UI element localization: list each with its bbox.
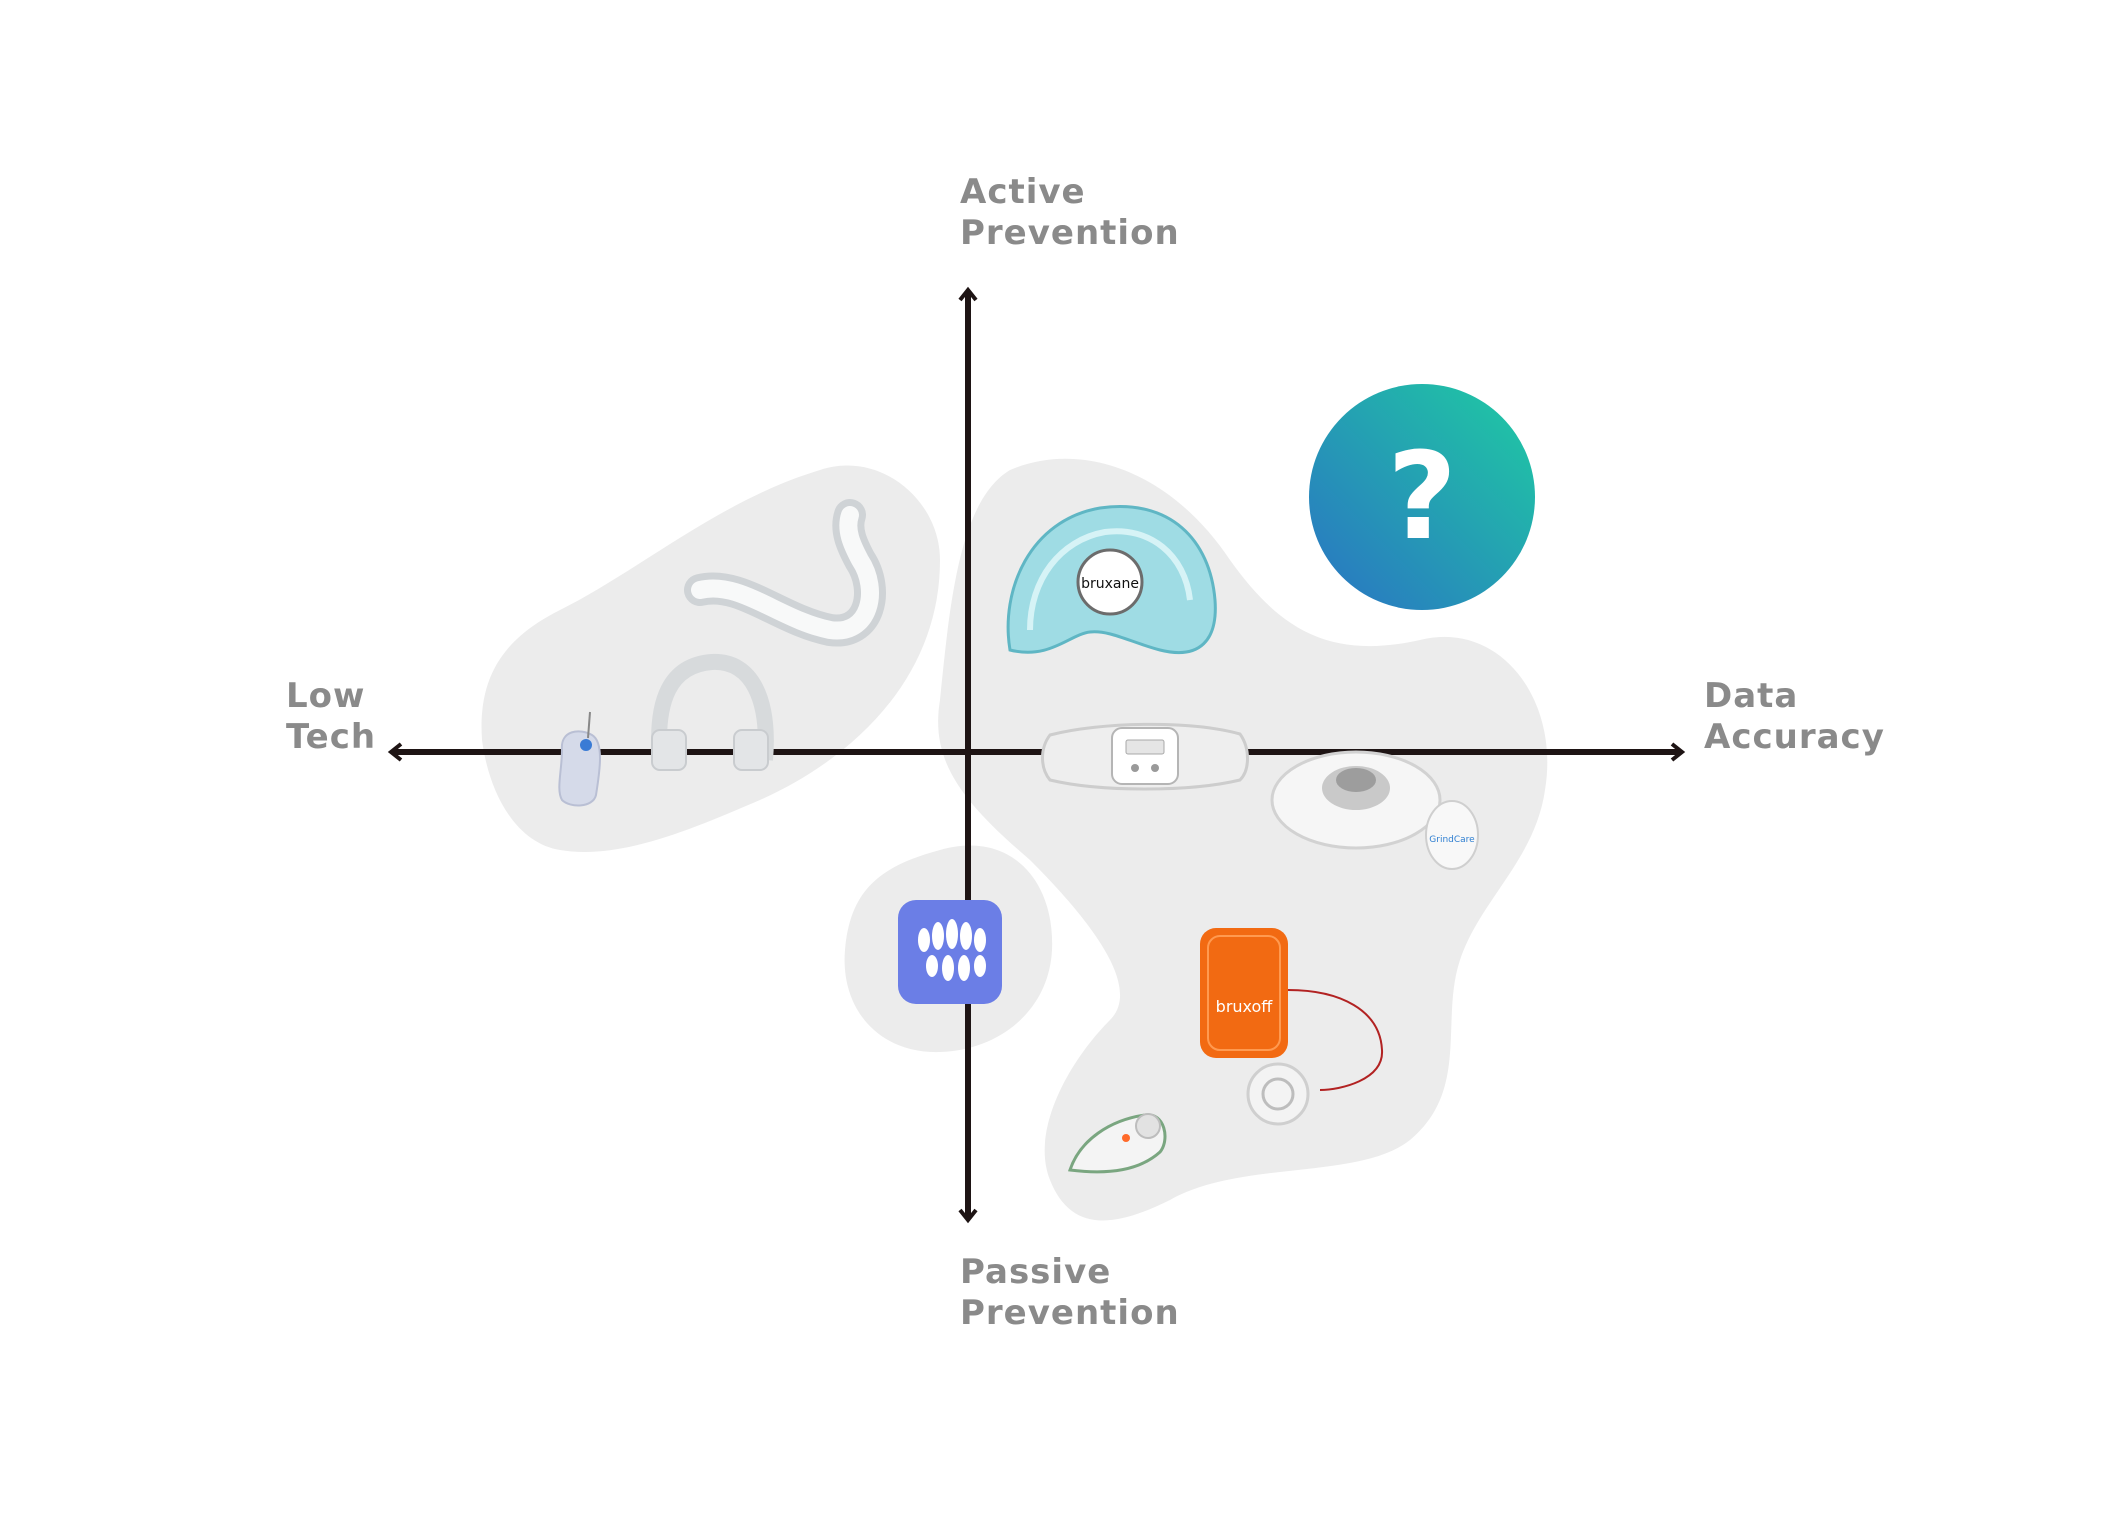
anti-grinding-clip-image <box>558 711 601 807</box>
axis-label-right-line1: Data <box>1704 676 1799 716</box>
axis-label-left-line1: Low <box>286 676 366 716</box>
headband-sensor-image <box>1041 722 1249 791</box>
grindcare-device-image: GrindCare <box>1270 750 1479 870</box>
axis-label-bottom-line2: Prevention <box>960 1293 1180 1333</box>
axis-label-top: Active Prevention <box>960 172 1180 254</box>
bruxane-logo-text: bruxane <box>1081 576 1139 592</box>
bruxane-splint-image: bruxane <box>1006 505 1217 655</box>
unknown-product-circle: ? <box>1309 384 1535 610</box>
axis-label-right-line2: Accuracy <box>1704 717 1885 757</box>
bruxoff-device-image: bruxoff <box>1200 928 1384 1126</box>
axis-label-left: Low Tech <box>286 676 376 758</box>
intraoral-sensor-image <box>1067 1113 1167 1174</box>
axis-label-top-line1: Active <box>960 172 1086 212</box>
axis-label-bottom: Passive Prevention <box>960 1252 1180 1334</box>
axis-label-left-line2: Tech <box>286 717 377 757</box>
axis-label-top-line2: Prevention <box>960 213 1180 253</box>
question-mark-text: ? <box>1387 428 1457 567</box>
teeth-app-icon <box>898 900 1002 1004</box>
axis-label-right: Data Accuracy <box>1704 676 1885 758</box>
night-guard-image <box>651 653 774 771</box>
axis-label-bottom-line1: Passive <box>960 1252 1112 1292</box>
bruxoff-logo-text: bruxoff <box>1216 997 1274 1016</box>
high-tech-cluster-blob <box>938 458 1548 1221</box>
clear-aligner-image <box>684 499 886 647</box>
grindcare-logo-text: GrindCare <box>1429 835 1475 845</box>
